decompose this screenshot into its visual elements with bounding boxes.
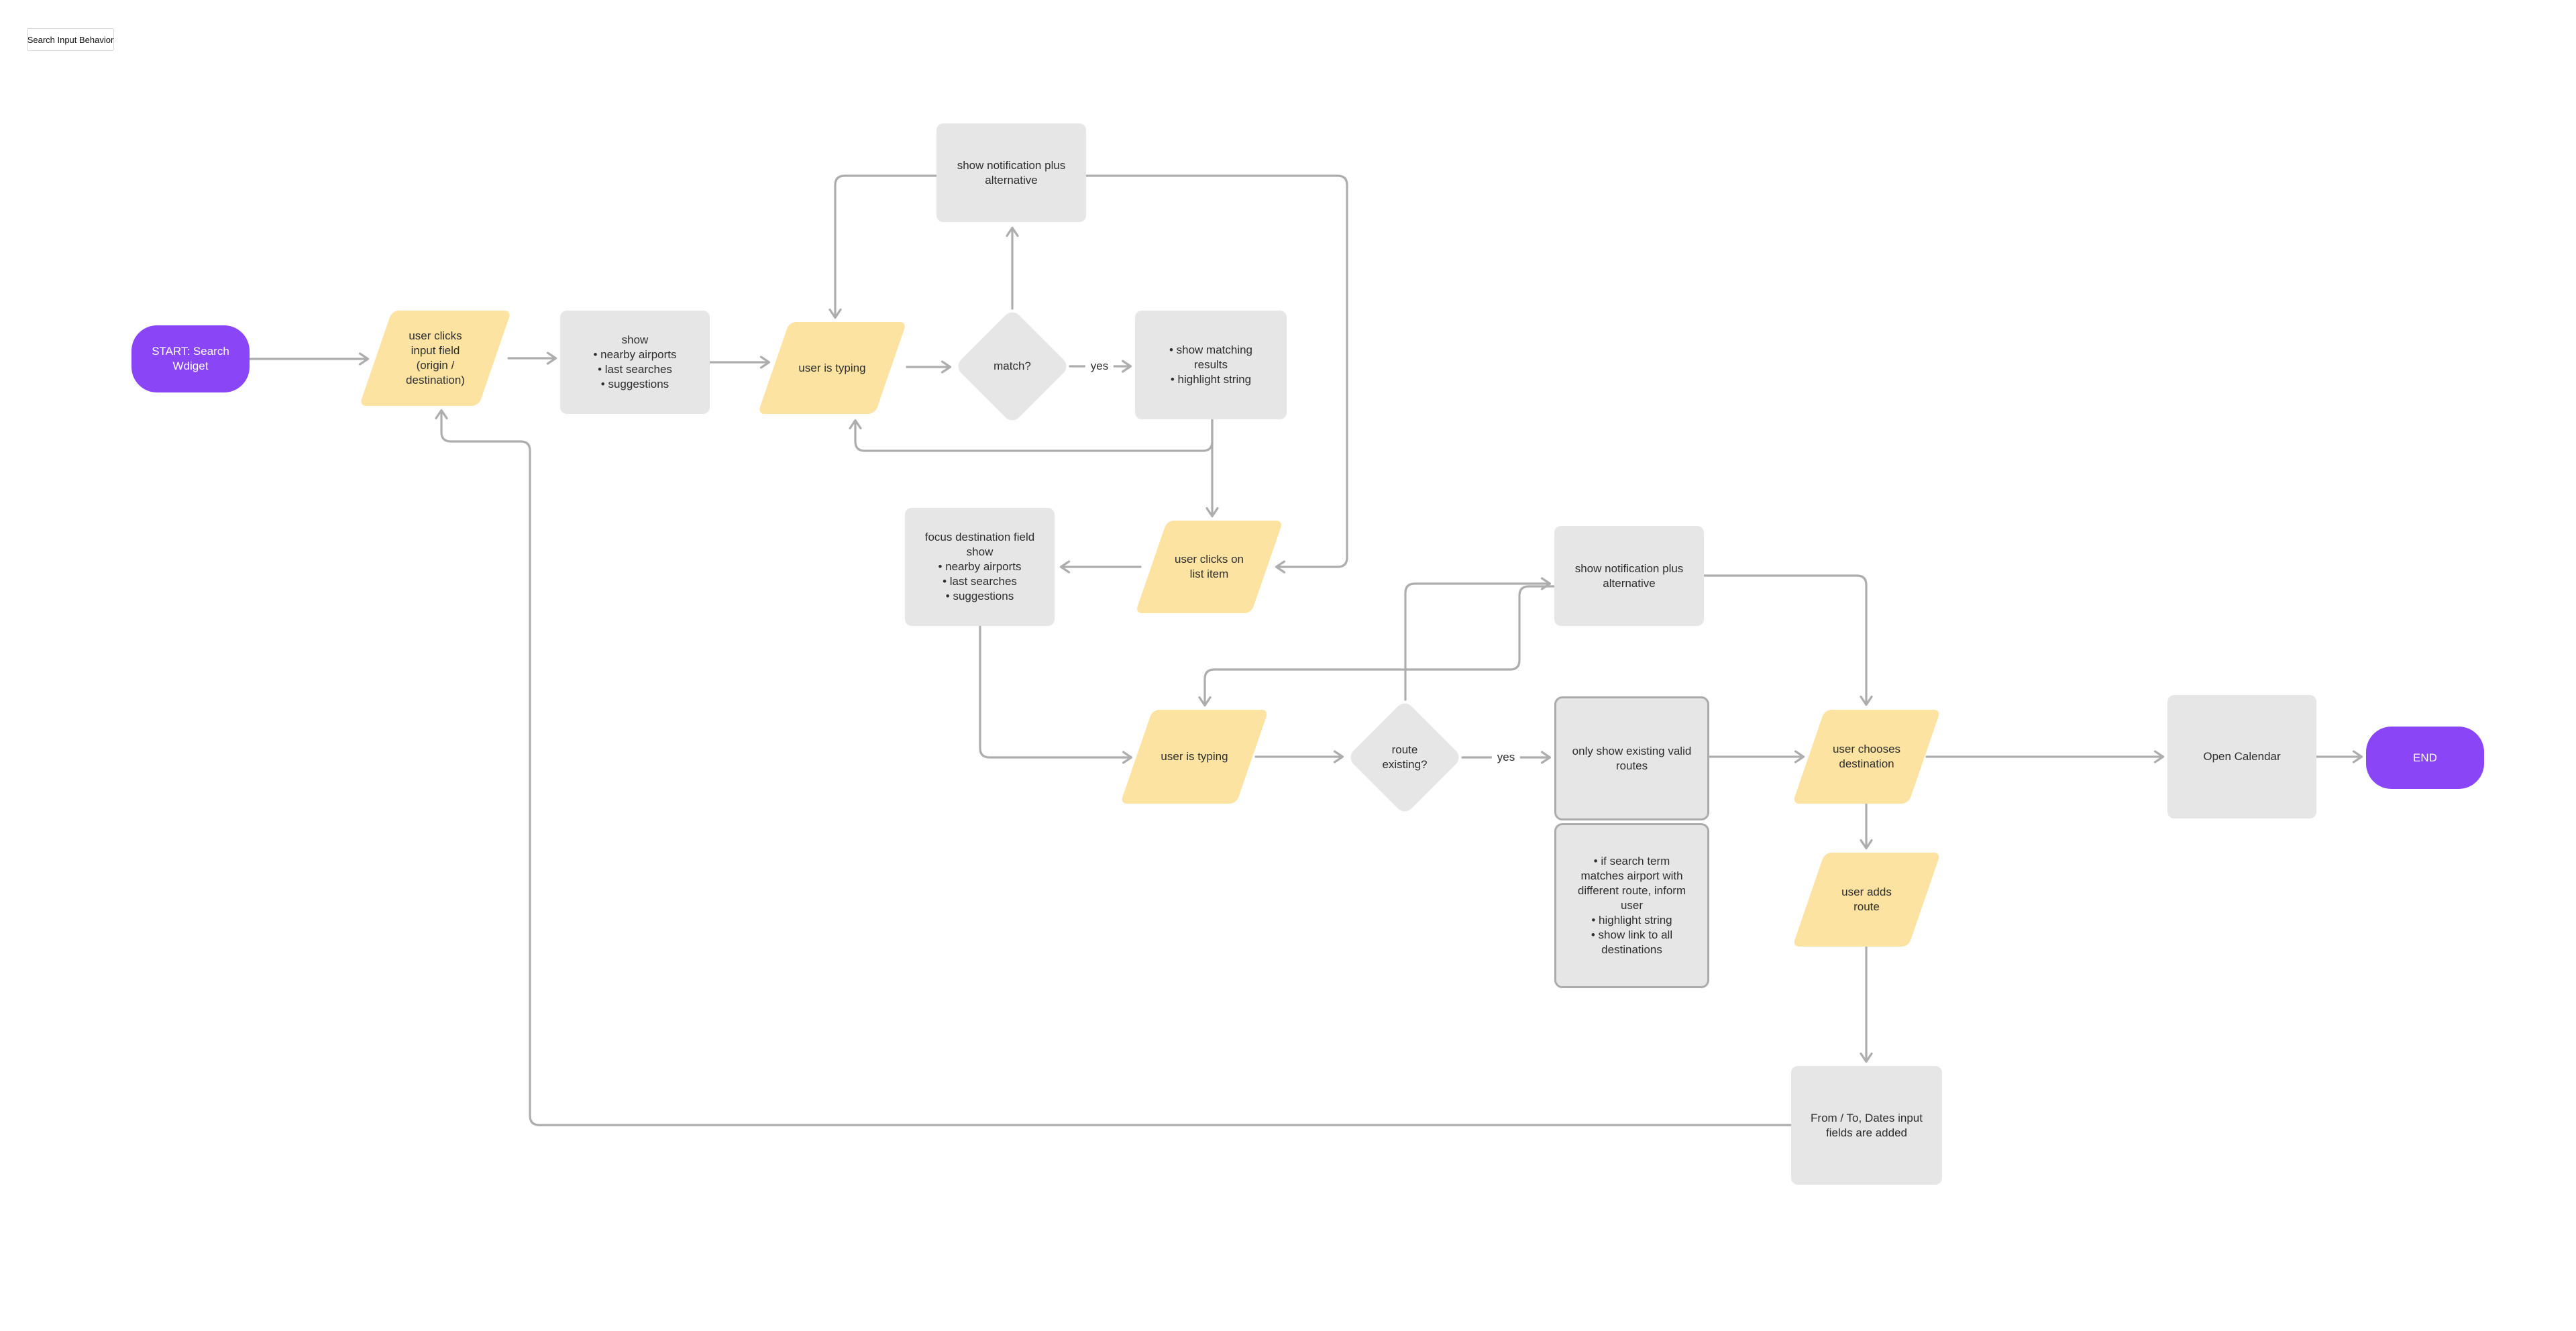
node-label: START: Search Wdiget — [152, 345, 229, 372]
node-user-chooses-destination[interactable]: user chooses destination — [1792, 710, 1941, 804]
node-open-calendar-box[interactable]: Open Calendar — [2167, 695, 2316, 818]
node-label: show notification plus alternative — [1574, 562, 1684, 590]
node-end-terminal[interactable]: END — [2366, 727, 2484, 789]
node-label: END — [2413, 751, 2437, 764]
node-label: user adds route — [1841, 886, 1892, 913]
node-user-adds-route[interactable]: user adds route — [1792, 853, 1941, 947]
edge-notif1-to-p2[interactable] — [828, 174, 938, 319]
edge-label-match-yes[interactable]: yes — [1085, 359, 1114, 374]
board-title-chip[interactable]: Search Input Behavior — [27, 28, 114, 51]
node-label: From / To, Dates input fields are added — [1811, 1111, 1923, 1139]
node-label: show • nearby airports • last searches •… — [593, 333, 677, 390]
edge-notif2-to-p4[interactable] — [1198, 585, 1556, 707]
node-user-is-typing-1[interactable]: user is typing — [757, 322, 907, 414]
node-label: match? — [994, 360, 1031, 372]
edge-label-route-yes[interactable]: yes — [1491, 750, 1521, 765]
node-label: focus destination field show • nearby ai… — [924, 531, 1035, 602]
node-show-notification-alternative-2[interactable]: show notification plus alternative — [1554, 526, 1704, 626]
node-label: user is typing — [1161, 750, 1228, 763]
node-show-notification-alternative-1[interactable]: show notification plus alternative — [936, 123, 1086, 222]
node-label: only show existing valid routes — [1572, 744, 1692, 772]
edge-route-to-notif2[interactable] — [1404, 577, 1552, 701]
node-label: show notification plus alternative — [957, 158, 1066, 187]
node-focus-destination-field-box[interactable]: focus destination field show • nearby ai… — [905, 508, 1055, 626]
node-show-matching-results-box[interactable]: • show matching results • highlight stri… — [1135, 311, 1287, 419]
edge-notif1-to-p3[interactable] — [1085, 174, 1348, 574]
node-label: user clicks on list item — [1175, 553, 1244, 580]
node-label: user is typing — [798, 361, 866, 374]
node-user-clicks-list-item[interactable]: user clicks on list item — [1135, 521, 1283, 613]
node-search-term-note-box[interactable]: • if search term matches airport with di… — [1554, 823, 1709, 988]
node-user-clicks-input-field[interactable]: user clicks input field (origin / destin… — [360, 311, 511, 406]
board-title-text: Search Input Behavior — [27, 34, 114, 45]
node-route-existing-decision[interactable]: route existing? — [1347, 700, 1462, 815]
node-user-is-typing-2[interactable]: user is typing — [1120, 710, 1269, 804]
node-from-to-dates-box[interactable]: From / To, Dates input fields are added — [1791, 1066, 1942, 1185]
edge-results-loop-to-p2[interactable] — [849, 418, 1214, 452]
node-show-suggestions-box[interactable]: show • nearby airports • last searches •… — [560, 311, 710, 414]
node-label: user chooses destination — [1832, 743, 1901, 770]
edge-fields-loop-to-p1[interactable] — [435, 409, 1792, 1126]
node-label: user clicks input field (origin / destin… — [406, 329, 465, 386]
node-match-decision[interactable]: match? — [955, 309, 1070, 424]
node-label: route existing? — [1382, 743, 1428, 771]
edge-focus-to-p4[interactable] — [979, 625, 1133, 764]
node-label: • if search term matches airport with di… — [1577, 855, 1686, 956]
node-label: Open Calendar — [2203, 750, 2281, 763]
edge-notif2-to-p5[interactable] — [1703, 574, 1873, 706]
node-only-existing-routes-box[interactable]: only show existing valid routes — [1554, 696, 1709, 820]
node-label: • show matching results • highlight stri… — [1169, 343, 1253, 386]
node-start-terminal[interactable]: START: Search Wdiget — [131, 325, 250, 392]
